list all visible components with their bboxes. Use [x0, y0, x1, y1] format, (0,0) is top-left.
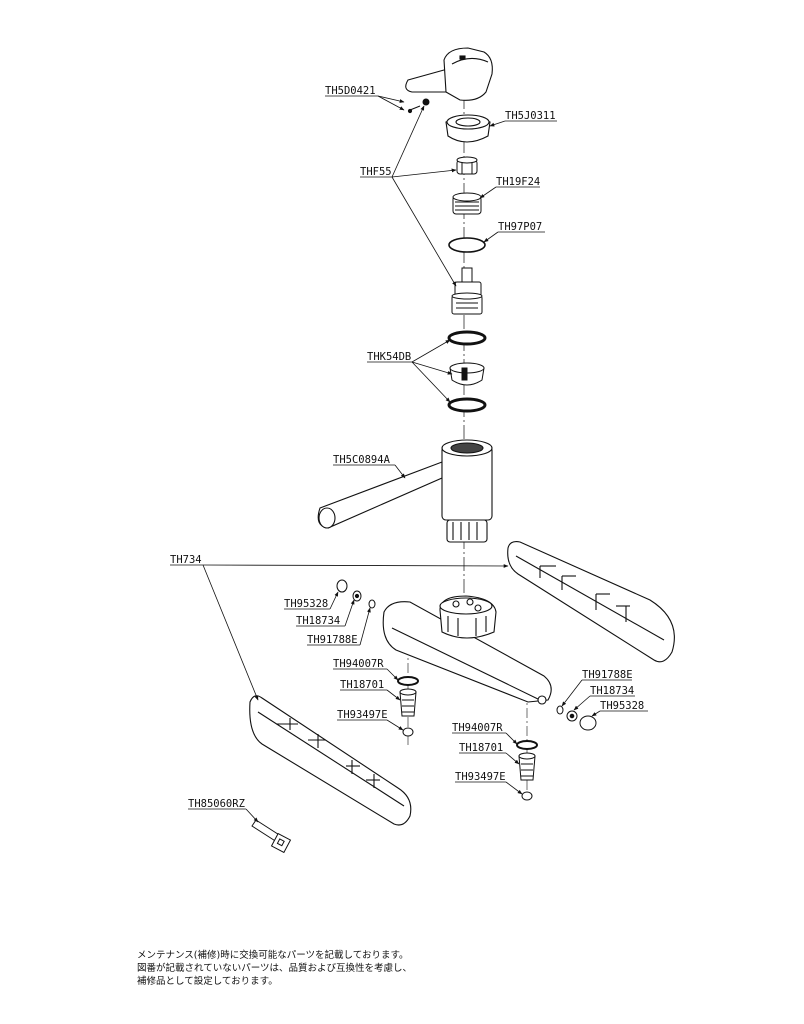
label-th85060rz: TH85060RZ: [188, 798, 245, 810]
label-th18701-left: TH18701: [340, 679, 384, 691]
gasket-set-part: [447, 330, 487, 413]
lever-handle-part: [405, 47, 493, 101]
cap-ring-part: [445, 114, 491, 143]
label-th94007r-right: TH94007R: [452, 722, 503, 734]
label-th97p07: TH97P07: [498, 221, 542, 233]
right-fastener-set: [556, 705, 597, 731]
stem-adapter-part: [456, 156, 478, 175]
label-thk54db: THK54DB: [367, 351, 411, 363]
wrench-tool-part: [251, 819, 292, 854]
label-th91788e-left: TH91788E: [307, 634, 358, 646]
threaded-nut-part: [452, 192, 482, 215]
label-th95328-left: TH95328: [284, 598, 328, 610]
label-th5j0311: TH5J0311: [505, 110, 556, 122]
set-screw-part: [407, 98, 430, 114]
label-thf55: THF55: [360, 166, 392, 178]
label-th734: TH734: [170, 554, 202, 566]
label-th18734-left: TH18734: [296, 615, 340, 627]
label-th5d0421: TH5D0421: [325, 85, 376, 97]
left-drain-parts: [397, 676, 419, 737]
cover-right-part: [507, 541, 675, 663]
label-th19f24: TH19F24: [496, 176, 540, 188]
cartridge-part: [451, 267, 483, 315]
label-th18734-right: TH18734: [590, 685, 634, 697]
o-ring-part: [448, 237, 486, 253]
note-line-1: メンテナンス(補修)時に交換可能なパーツを記載しております。: [137, 950, 409, 961]
label-th94007r-left: TH94007R: [333, 658, 384, 670]
base-plate-part: [382, 595, 552, 705]
note-line-3: 補修品として設定しております。: [137, 976, 278, 987]
right-drain-parts: [516, 740, 538, 801]
label-th95328-right: TH95328: [600, 700, 644, 712]
maintenance-note: メンテナンス(補修)時に交換可能なパーツを記載しております。 図番が記載されてい…: [137, 949, 557, 988]
label-th93497e-left: TH93497E: [337, 709, 388, 721]
cover-left-part: [249, 695, 412, 826]
label-th18701-right: TH18701: [459, 742, 503, 754]
leader-lines: [170, 95, 648, 823]
label-th5c0894a: TH5C0894A: [333, 454, 391, 466]
note-line-2: 図番が記載されていないパーツは、品質および互換性を考慮し、: [137, 963, 413, 974]
spout-body-part: [317, 439, 493, 543]
left-fastener-set: [336, 579, 376, 609]
label-th91788e-right: TH91788E: [582, 669, 633, 681]
label-th93497e-right: TH93497E: [455, 771, 506, 783]
